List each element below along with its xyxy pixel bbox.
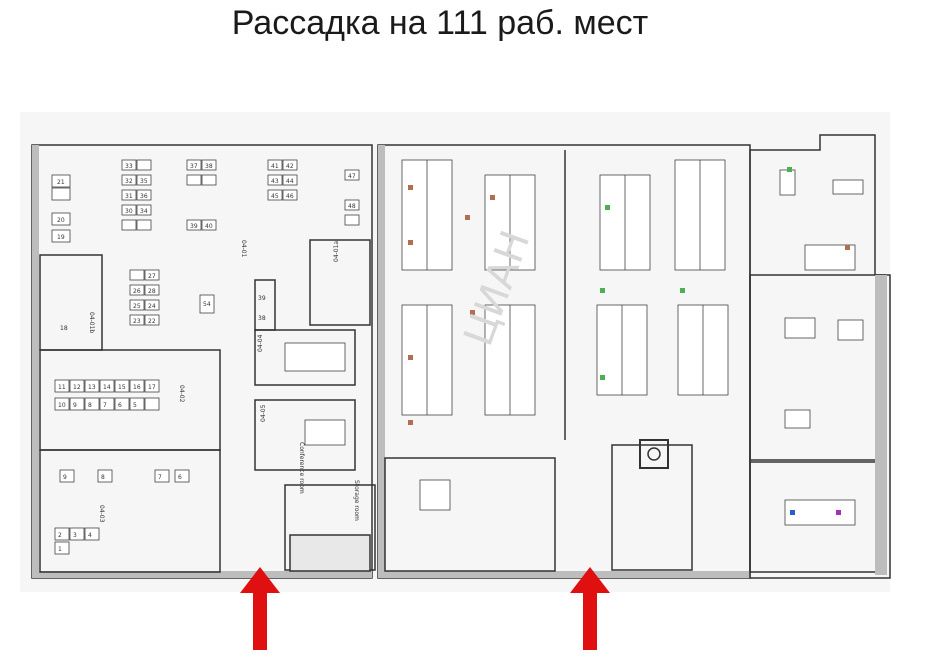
svg-text:35: 35 <box>140 178 148 185</box>
svg-text:39: 39 <box>190 223 198 230</box>
svg-text:24: 24 <box>148 303 156 310</box>
desk-clusters-left <box>51 159 360 555</box>
svg-text:19: 19 <box>57 234 65 241</box>
page-title: Рассадка на 111 раб. мест <box>231 4 649 42</box>
svg-text:8: 8 <box>88 402 92 409</box>
svg-text:28: 28 <box>148 288 156 295</box>
svg-text:39: 39 <box>258 295 266 302</box>
svg-text:27: 27 <box>148 273 156 280</box>
svg-text:8: 8 <box>101 474 105 481</box>
desk-clusters-right <box>401 159 864 526</box>
label-storage: Storage room <box>353 480 360 521</box>
label-room-04-01: 04-01 <box>240 240 247 258</box>
svg-text:4: 4 <box>88 532 92 539</box>
svg-text:21: 21 <box>57 179 65 186</box>
svg-text:15: 15 <box>118 384 126 391</box>
svg-text:5: 5 <box>133 402 137 409</box>
label-room-04-04: 04-04 <box>257 334 264 352</box>
svg-text:34: 34 <box>140 208 148 215</box>
svg-text:6: 6 <box>118 402 122 409</box>
svg-text:7: 7 <box>103 402 107 409</box>
svg-text:37: 37 <box>190 163 198 170</box>
room-meeting-left <box>384 457 556 572</box>
label-room-04-01b: 04-01b <box>88 312 95 333</box>
svg-text:6: 6 <box>178 474 182 481</box>
svg-text:25: 25 <box>133 303 141 310</box>
entrance-arrow-right <box>570 567 610 650</box>
svg-text:42: 42 <box>286 163 294 170</box>
label-conference: Conference room <box>298 442 305 494</box>
svg-text:9: 9 <box>73 402 77 409</box>
svg-text:17: 17 <box>148 384 156 391</box>
label-room-04-05: 04-05 <box>260 404 267 422</box>
svg-text:2: 2 <box>58 532 62 539</box>
room-04-01a <box>309 239 371 326</box>
svg-text:31: 31 <box>125 193 133 200</box>
left-wing <box>31 144 376 579</box>
svg-text:46: 46 <box>286 193 294 200</box>
svg-text:7: 7 <box>158 474 162 481</box>
svg-text:11: 11 <box>58 384 66 391</box>
svg-text:12: 12 <box>73 384 81 391</box>
svg-text:47: 47 <box>348 173 356 180</box>
label-room-04-03: 04-03 <box>98 505 105 523</box>
room-04-03 <box>39 449 221 573</box>
plan-background <box>20 112 890 592</box>
room-04-05 <box>254 399 356 471</box>
svg-text:43: 43 <box>271 178 279 185</box>
right-wing <box>377 134 891 579</box>
svg-text:38: 38 <box>205 163 213 170</box>
svg-text:41: 41 <box>271 163 279 170</box>
svg-text:13: 13 <box>88 384 96 391</box>
elevator-core <box>611 444 693 571</box>
svg-text:45: 45 <box>271 193 279 200</box>
svg-text:33: 33 <box>125 163 133 170</box>
svg-text:36: 36 <box>140 193 148 200</box>
svg-text:22: 22 <box>148 318 156 325</box>
svg-text:38: 38 <box>258 315 266 322</box>
room-04-04 <box>254 329 356 386</box>
svg-text:40: 40 <box>205 223 213 230</box>
seat-markers <box>408 167 850 515</box>
svg-text:30: 30 <box>125 208 133 215</box>
svg-text:1: 1 <box>58 546 62 553</box>
svg-text:18: 18 <box>60 325 68 332</box>
svg-text:10: 10 <box>58 402 66 409</box>
label-room-04-01a: 04-01a <box>333 241 340 262</box>
svg-text:14: 14 <box>103 384 111 391</box>
svg-text:48: 48 <box>348 203 356 210</box>
svg-text:3: 3 <box>73 532 77 539</box>
entrance-arrow-left <box>240 567 280 650</box>
svg-text:44: 44 <box>286 178 294 185</box>
label-room-04-02: 04-02 <box>178 385 185 403</box>
svg-text:16: 16 <box>133 384 141 391</box>
svg-text:26: 26 <box>133 288 141 295</box>
svg-text:54: 54 <box>203 301 211 308</box>
svg-text:20: 20 <box>57 217 65 224</box>
desk-numbers: 21 20 19 33 32 31 30 35 36 34 37 38 39 4… <box>57 163 356 553</box>
svg-text:23: 23 <box>133 318 141 325</box>
svg-text:9: 9 <box>63 474 67 481</box>
svg-text:32: 32 <box>125 178 133 185</box>
